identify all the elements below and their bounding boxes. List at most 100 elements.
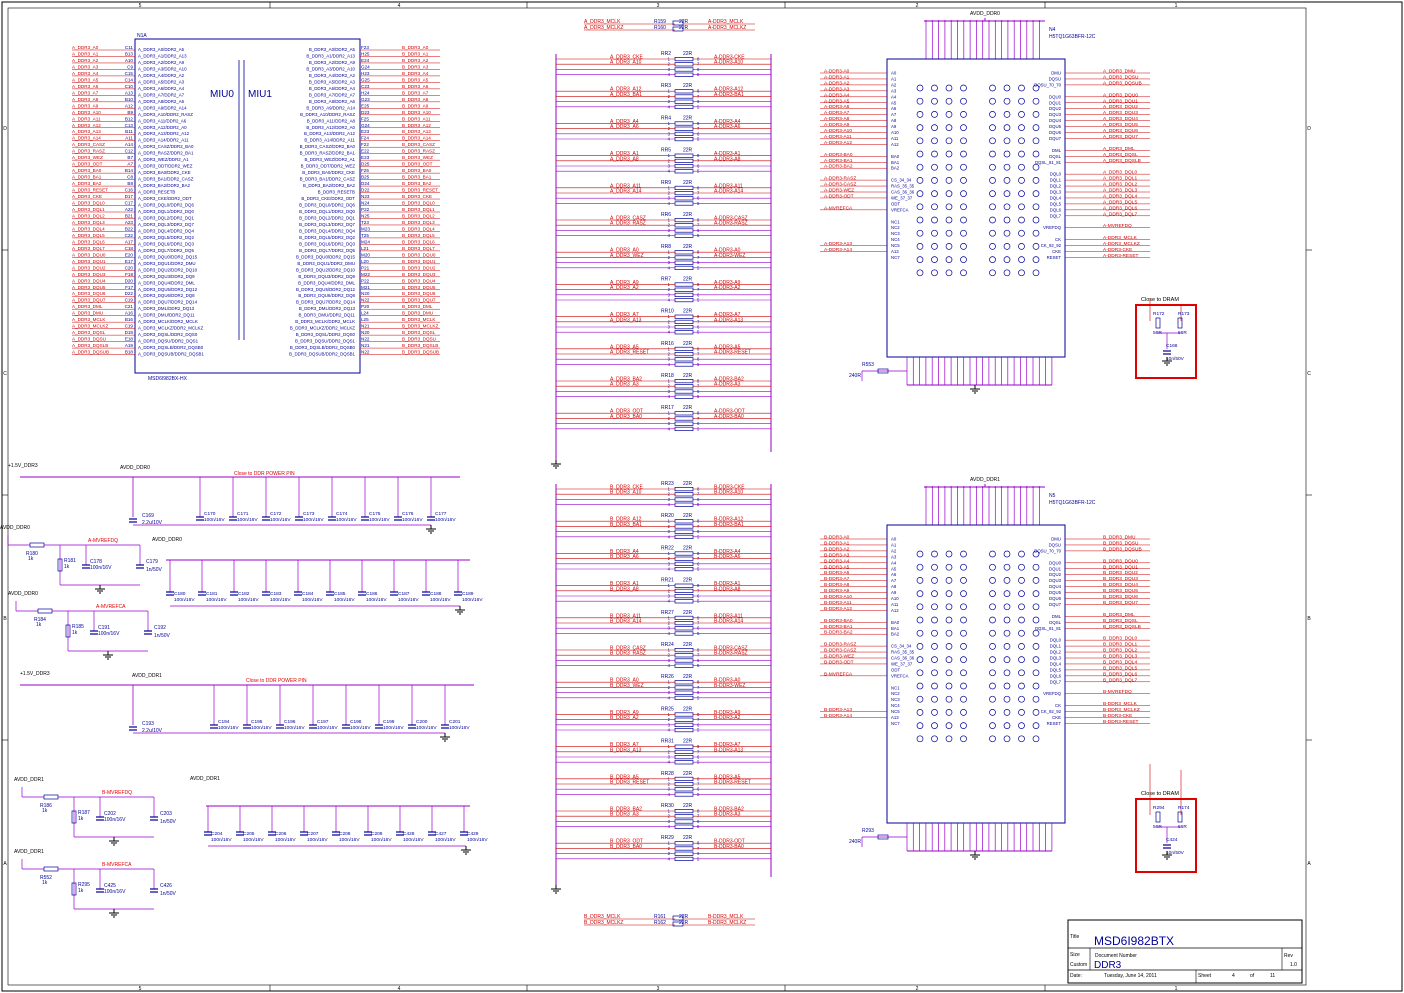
cap-value: 100n/16V	[334, 597, 355, 603]
resistor-ref: R159	[654, 19, 666, 25]
miu-right-pin: N21	[361, 324, 370, 329]
dram-left-net: B-DDR3-BA2	[824, 630, 853, 636]
miu-right-func: B_DDR3_DQL5/DDR2_DQ2	[299, 235, 355, 240]
dram-right-net: A_DDR3_DQU2	[1103, 104, 1138, 110]
dram-left-pin: NC7	[891, 721, 900, 726]
dram-ball	[945, 669, 953, 677]
miu-left-func: A_DDR3_DQSLB/DDR2_DQSB0	[138, 345, 204, 350]
rpack-element	[674, 357, 694, 362]
rpack-net-right: A-DDR3-BA2	[714, 377, 744, 383]
rpack-element	[674, 594, 694, 599]
rpack-element	[674, 426, 694, 431]
miu-right-net: B_DDR3_DQL5	[402, 233, 435, 238]
dram-ball	[1032, 563, 1040, 571]
miu-right-net: B_DDR3_DQL2	[402, 213, 435, 218]
bulk-cap-ref: C169	[142, 513, 154, 519]
miu-left-net: A_DDR3_A5	[72, 77, 99, 82]
dram-ball	[989, 709, 996, 716]
rpack-element	[674, 717, 694, 722]
dram-ball	[916, 111, 924, 118]
miu-left-net: A_DDR3_A4	[72, 71, 99, 76]
dram-right-net: B_DDR3_DMU	[1103, 535, 1136, 541]
miu-left-net: A_DDR3_A11	[72, 116, 101, 121]
miu-right-func: B_DDR3_A0/DDR2_A5	[309, 47, 356, 52]
miu-left-func: A_DDR3_DQU0/DDR2_DQ15	[138, 254, 198, 259]
miu-left-func: A_DDR3_BA2/DDR2_BA2	[138, 183, 191, 188]
miu-left-pin: B13	[125, 51, 134, 56]
miu-left-pin: B16	[125, 317, 134, 322]
miu-left-pin: C19	[125, 324, 134, 329]
term-resistor	[1155, 317, 1161, 329]
miu-right-pin: N24	[361, 201, 370, 206]
rpack-net-left: B_DDR3_A1	[610, 581, 639, 587]
dram-ball	[989, 163, 996, 171]
rpack-element	[674, 137, 694, 142]
dram-left-pin: A8	[891, 584, 897, 589]
cap-value: 100n/16V	[238, 597, 259, 603]
miu-left-pin: C18	[125, 246, 134, 251]
dram-left-pin: RAS_35_35	[891, 650, 915, 655]
zone-col-label: 3	[657, 986, 660, 992]
junction	[988, 20, 990, 22]
cap-ref: C425	[104, 883, 116, 889]
miu-right-func: B_DDR3_MCLK/DDR2_MCLK	[295, 319, 355, 324]
rpack-element	[674, 841, 694, 846]
dram-ball	[960, 695, 967, 703]
dram-ball	[1003, 550, 1011, 558]
junction	[1000, 486, 1003, 488]
miu-right-net: B_DDR3_CASZ	[402, 142, 435, 147]
rpack-net-right: B-DDR3-CASZ	[714, 646, 748, 652]
cap-value: 100n/16V	[206, 597, 227, 603]
rpack-ref: RR29	[661, 835, 674, 841]
dram-ball	[931, 256, 938, 263]
miu-left-net: A_DDR3_DQU1	[72, 259, 106, 264]
rpack-element	[674, 218, 694, 223]
rpack-value: 22R	[683, 244, 693, 250]
cap-value: 100n/16V	[211, 837, 232, 843]
miu-left-pin: B18	[125, 350, 134, 355]
rpack-net-right: A-DDR3-A10	[714, 60, 743, 66]
dram-left-pin: VREFCA	[891, 673, 909, 678]
dram-ball	[989, 256, 996, 263]
rev-value: 1.0	[1290, 962, 1297, 968]
miu-left-pin: E17	[125, 259, 134, 264]
dram-left-pin: A0	[891, 537, 897, 542]
miu-left-func: A_DDR3_DQL3/DDR2_DQ7	[138, 222, 194, 227]
dram-left-pin: A6	[891, 106, 897, 111]
miu-left-net: A_DDR3_DML	[72, 304, 103, 309]
junction	[950, 20, 953, 22]
rpack-ref: RR17	[661, 405, 674, 411]
zq-value: 240R	[849, 839, 861, 845]
rpack-net-left: A_DDR3_WEZ	[610, 253, 644, 259]
dram-ball	[1003, 124, 1011, 131]
miu-right-pin: P21	[361, 265, 370, 270]
vref-supply: AVDD_DDR0	[8, 591, 38, 597]
miu-right-func: B_DDR3_DQL2/DDR2_DQ1	[299, 215, 355, 220]
dram-left-pin: NC3	[891, 697, 900, 702]
dram-right-pin: CK_92_92	[1041, 709, 1062, 714]
miu-right-net: B_DDR3_DQU5	[402, 285, 436, 290]
term-cap-ref: C424	[1166, 837, 1178, 843]
resistor-ref: R162	[654, 920, 666, 926]
rpack-value: 22R	[683, 341, 693, 347]
dram-ball	[931, 669, 938, 677]
miu-left-func: A_DDR3_DQL2/DDR2_DQ1	[138, 215, 194, 220]
dram-right-pin: DQSU	[1049, 76, 1061, 81]
dram-ball	[916, 669, 924, 677]
dram-ball	[916, 229, 924, 237]
rpack-element	[674, 567, 694, 572]
dram-ball	[1003, 84, 1011, 92]
dram-left-pin: WE_37_37	[891, 661, 913, 666]
dram-right-pin: DML	[1052, 148, 1062, 153]
rpack-net-right: A-DDR3-A1	[714, 151, 741, 157]
dram-ball	[960, 563, 967, 571]
cap-ref: C176	[402, 511, 414, 517]
miu-left-func: A_DDR3_DQL4/DDR2_DQ4	[138, 228, 194, 233]
rpack-value: 22R	[683, 642, 693, 648]
dram-right-pin: RESET	[1047, 721, 1062, 726]
rpack-element	[674, 72, 694, 77]
miu-right-func: B_DDR3_DQL1/DDR2_DQ0	[299, 209, 355, 214]
dram-ball	[1032, 643, 1040, 650]
rpack-ref: RR25	[661, 706, 674, 712]
miu-left-net: A_DDR3_DQL6	[72, 239, 105, 244]
